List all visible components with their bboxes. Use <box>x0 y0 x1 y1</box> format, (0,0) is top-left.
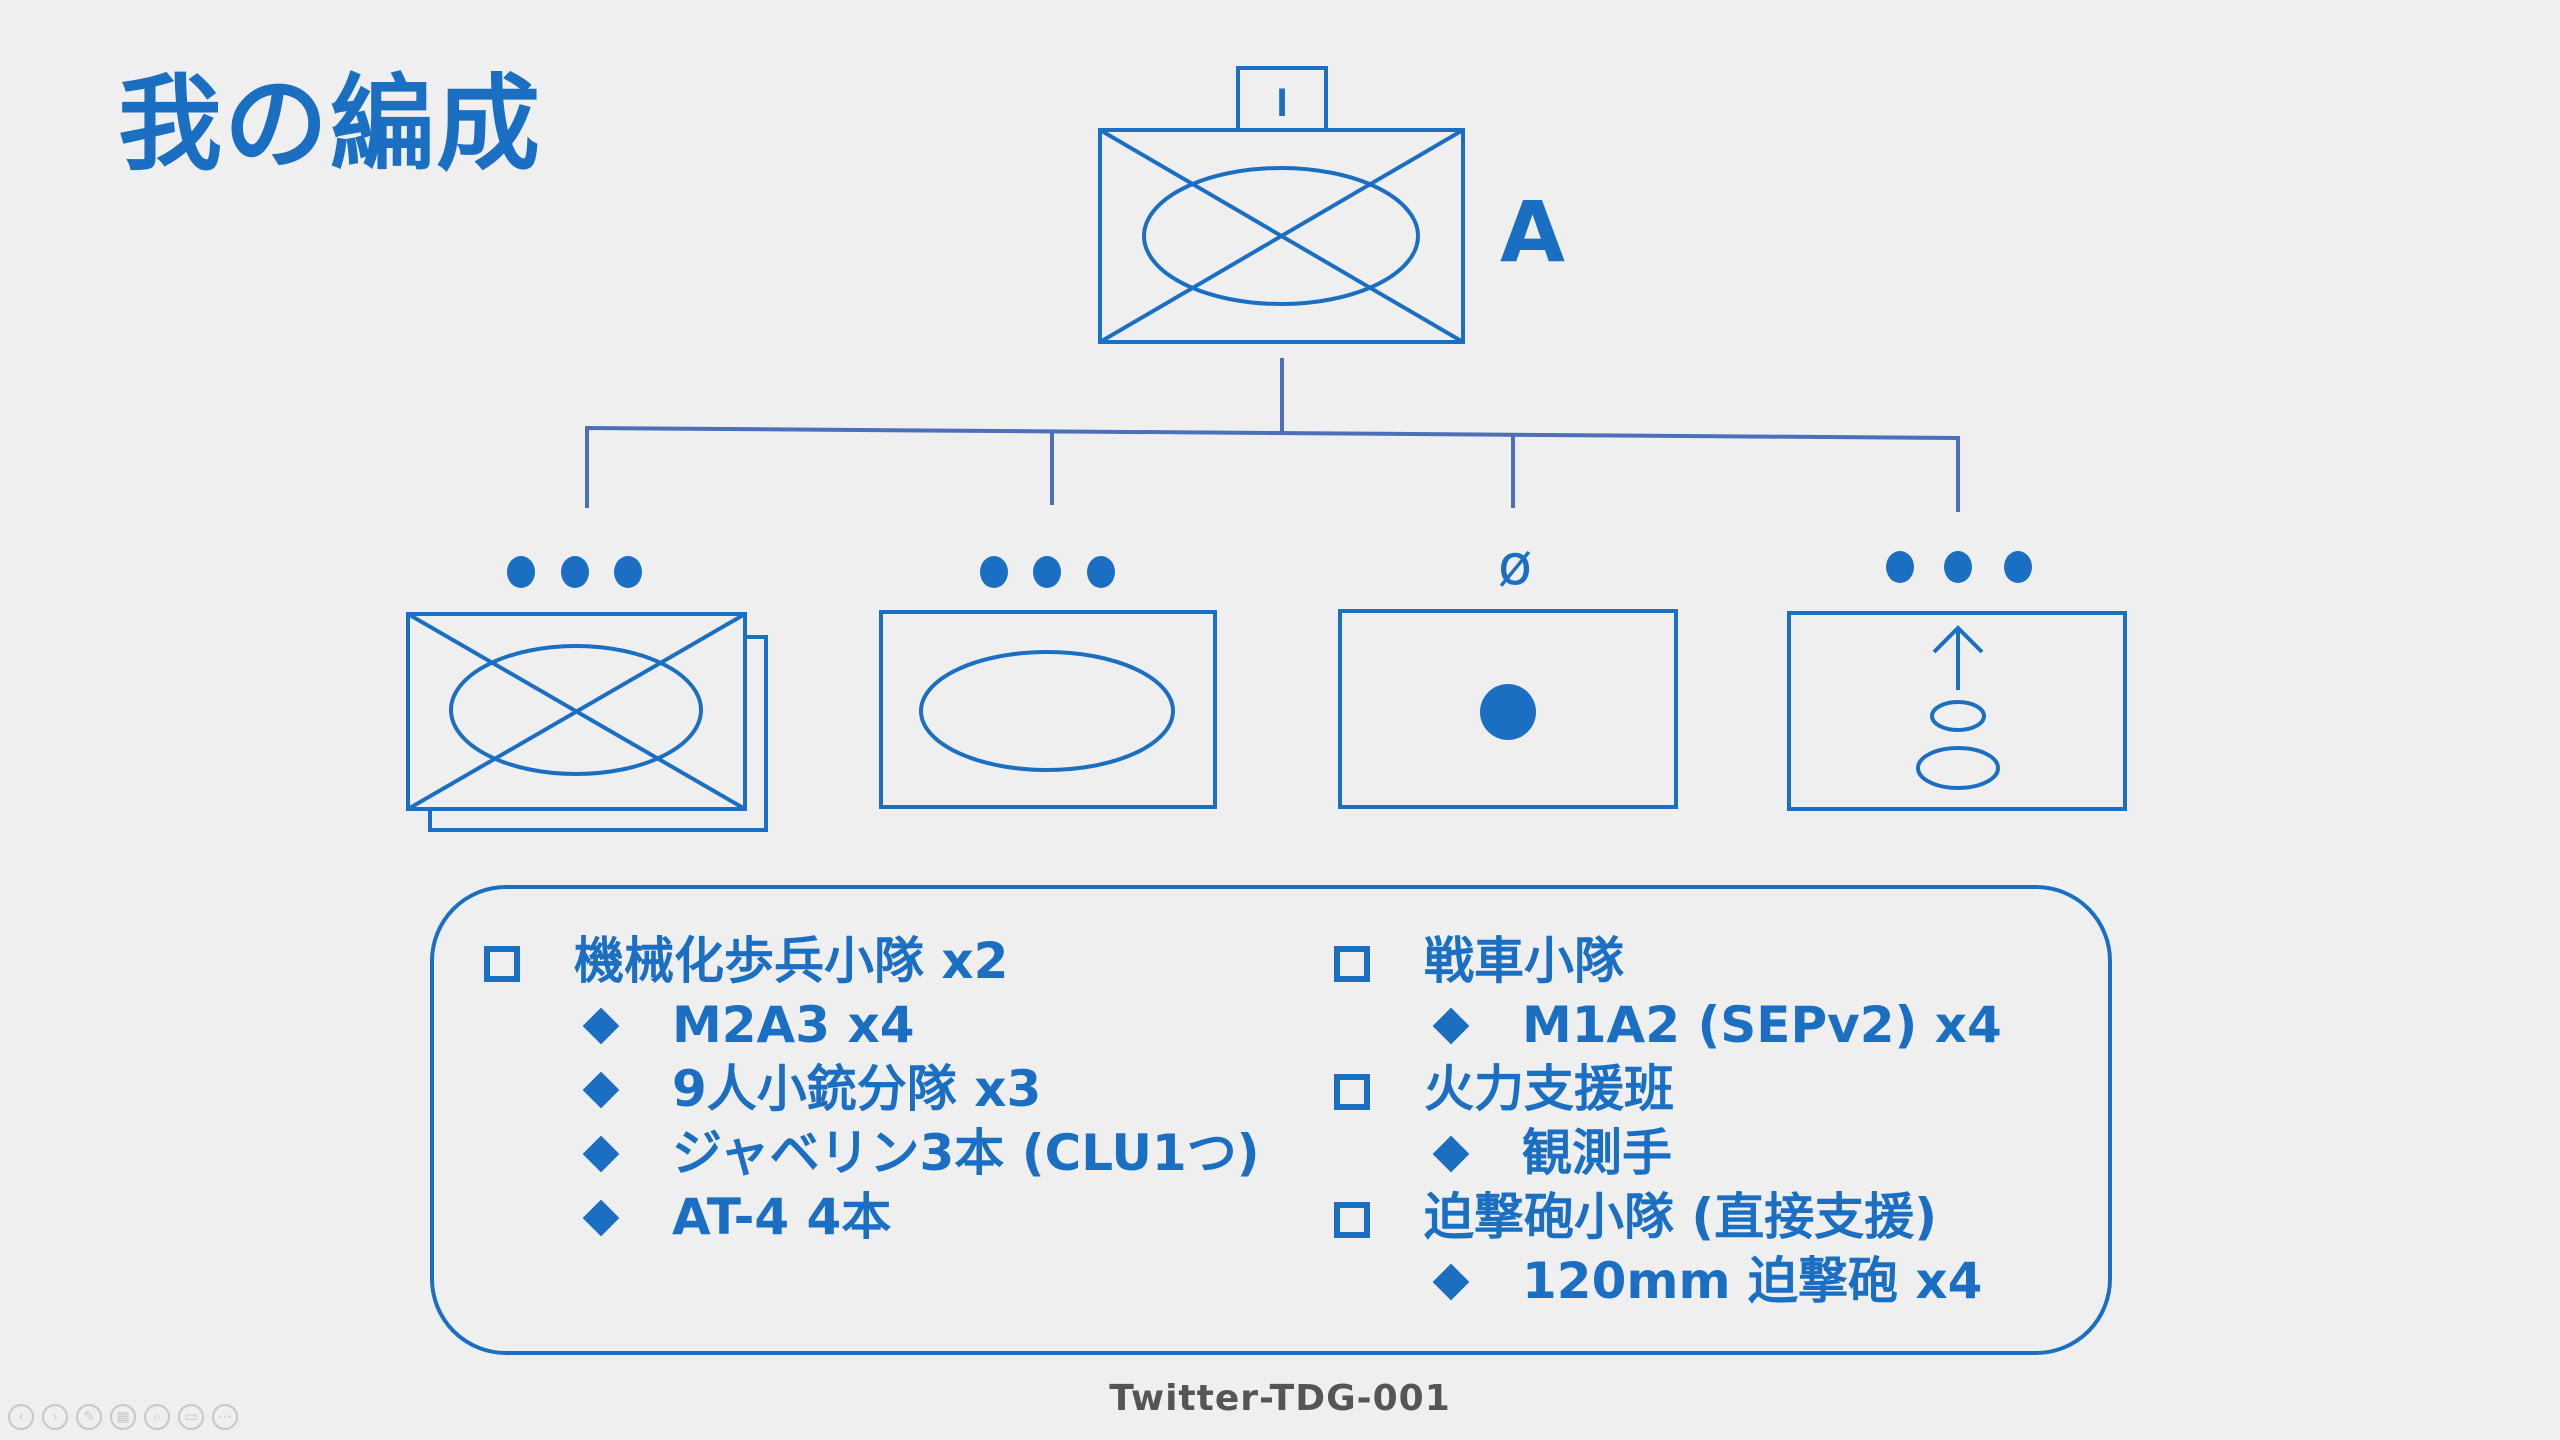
next-slide-icon[interactable]: › <box>42 1404 68 1430</box>
hq-size-indicator: I <box>1236 66 1328 132</box>
legend-left-column: 機械化歩兵小隊 x2 M2A3 x4 9人小銃分隊 x3 ジャベリン3本 (CL… <box>484 929 1260 1249</box>
square-bullet-icon <box>484 946 520 982</box>
zoom-icon[interactable]: ⌕ <box>144 1404 170 1430</box>
square-bullet-icon <box>1334 1202 1370 1238</box>
hq-size-mark: I <box>1276 81 1287 125</box>
legend-item-text: 戦車小隊 <box>1424 932 1624 990</box>
legend-right-column: 戦車小隊 M1A2 (SEPv2) x4 火力支援班 観測手 迫撃砲小隊 (直接… <box>1334 929 2002 1313</box>
mechanized-infantry-multiple-icon <box>406 612 768 832</box>
square-bullet-icon <box>1334 1074 1370 1110</box>
legend-subitem: M1A2 (SEPv2) x4 <box>1334 993 2002 1057</box>
legend-item-text: 機械化歩兵小隊 x2 <box>574 932 1009 990</box>
diamond-bullet-icon <box>582 1199 620 1237</box>
diamond-bullet-icon <box>582 1007 620 1045</box>
org-connectors <box>585 358 1960 512</box>
diamond-bullet-icon <box>1432 1263 1470 1301</box>
legend-subitem: 120mm 迫撃砲 x4 <box>1334 1249 2002 1313</box>
legend-item-text: 火力支援班 <box>1424 1060 1674 1118</box>
legend-subitem-text: ジャベリン3本 (CLU1つ) <box>672 1124 1260 1182</box>
hq-designation: A <box>1500 183 1566 281</box>
diamond-bullet-icon <box>1432 1135 1470 1173</box>
legend-subitem-text: 観測手 <box>1522 1124 1672 1182</box>
square-bullet-icon <box>1334 946 1370 982</box>
legend-subitem: AT-4 4本 <box>484 1185 1260 1249</box>
legend-item: 火力支援班 <box>1334 1057 2002 1121</box>
legend-box: 機械化歩兵小隊 x2 M2A3 x4 9人小銃分隊 x3 ジャベリン3本 (CL… <box>430 885 2112 1355</box>
legend-subitem: ジャベリン3本 (CLU1つ) <box>484 1121 1260 1185</box>
pen-icon[interactable]: ✎ <box>76 1404 102 1430</box>
legend-item: 迫撃砲小隊 (直接支援) <box>1334 1185 2002 1249</box>
legend-item: 戦車小隊 <box>1334 929 2002 993</box>
legend-subitem-text: M2A3 x4 <box>672 996 915 1054</box>
fire-support-icon <box>1338 609 1678 809</box>
subtitles-icon[interactable]: ▭ <box>178 1404 204 1430</box>
previous-slide-icon[interactable]: ‹ <box>8 1404 34 1430</box>
hq-unit-symbol <box>1098 128 1465 344</box>
legend-item: 機械化歩兵小隊 x2 <box>484 929 1260 993</box>
echelon-mark-1 <box>507 556 642 588</box>
legend-item-text: 迫撃砲小隊 (直接支援) <box>1424 1188 1938 1246</box>
legend-subitem-text: 120mm 迫撃砲 x4 <box>1522 1252 1983 1310</box>
diamond-bullet-icon <box>582 1071 620 1109</box>
slides-grid-icon[interactable]: ▦ <box>110 1404 136 1430</box>
echelon-mark-3: ø <box>1498 533 1532 598</box>
armor-icon <box>879 610 1217 809</box>
slideshow-controls: ‹ › ✎ ▦ ⌕ ▭ ⋯ <box>8 1404 238 1430</box>
page-title: 我の編成 <box>118 63 543 185</box>
legend-subitem-text: M1A2 (SEPv2) x4 <box>1522 996 2002 1054</box>
legend-subitem: M2A3 x4 <box>484 993 1260 1057</box>
diamond-bullet-icon <box>582 1135 620 1173</box>
legend-subitem-text: AT-4 4本 <box>672 1188 892 1246</box>
mortar-icon <box>1787 611 2127 811</box>
echelon-mark-4 <box>1886 551 2032 583</box>
legend-subitem-text: 9人小銃分隊 x3 <box>672 1060 1042 1118</box>
footer-credit: Twitter-TDG-001 <box>1109 1378 1451 1419</box>
echelon-mark-2 <box>980 556 1115 588</box>
legend-subitem: 9人小銃分隊 x3 <box>484 1057 1260 1121</box>
diamond-bullet-icon <box>1432 1007 1470 1045</box>
legend-subitem: 観測手 <box>1334 1121 2002 1185</box>
more-options-icon[interactable]: ⋯ <box>212 1404 238 1430</box>
